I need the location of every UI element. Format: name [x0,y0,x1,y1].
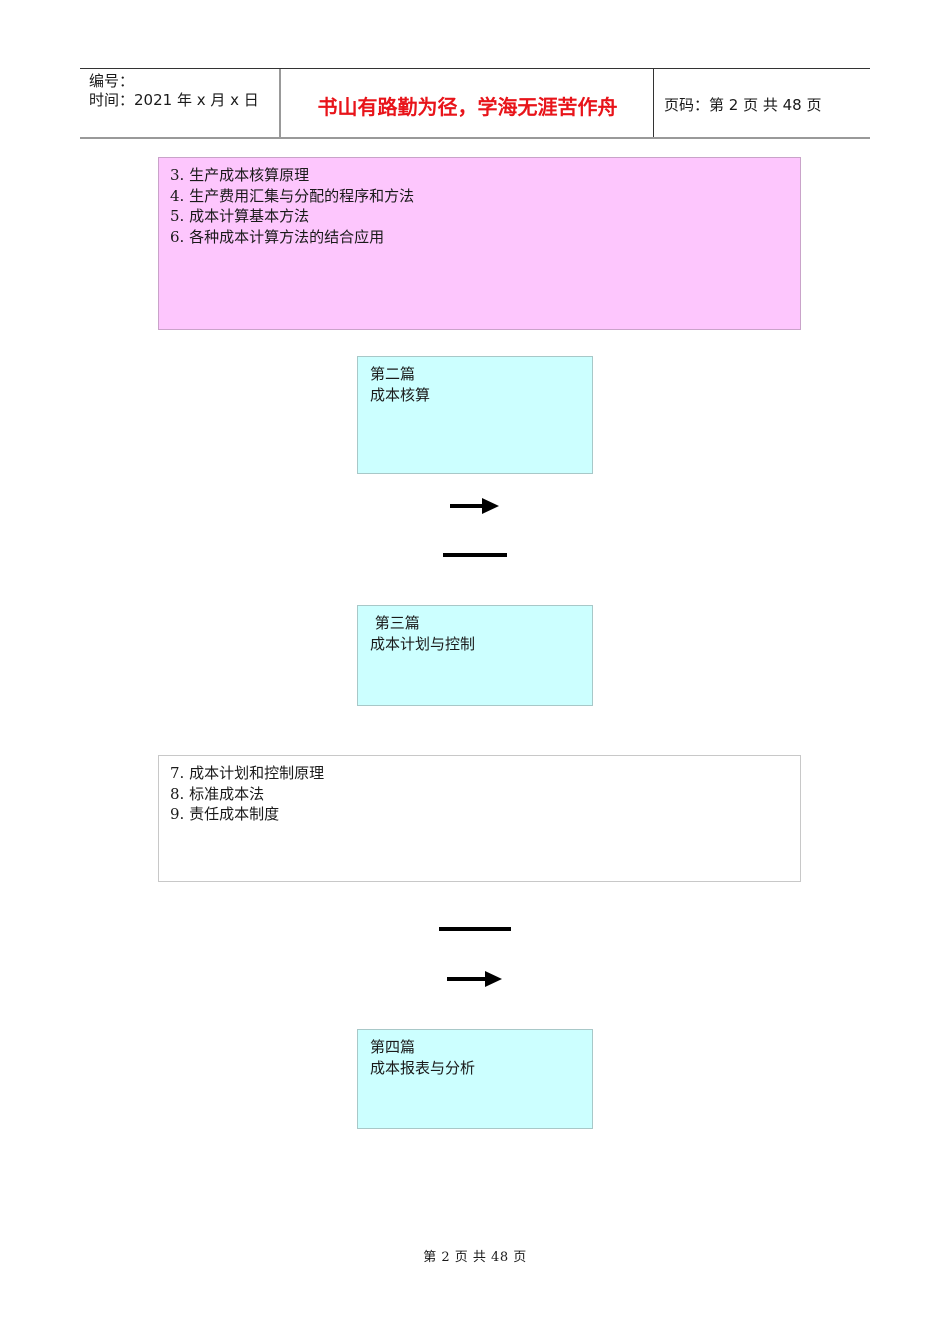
part4-subtitle: 成本报表与分析 [370,1058,476,1077]
part4-title: 第四篇 [370,1038,416,1056]
document-header-table: 编号： 时间：2021 年 x 月 x 日 书山有路勤为径，学海无涯苦作舟 页码… [80,68,870,139]
topic-item: 8. 标准成本法 [170,784,265,803]
arrow-right-icon [447,971,502,987]
part1-topics-box: 3. 生产成本核算原理 4. 生产费用汇集与分配的程序和方法 5. 成本计算基本… [158,157,801,330]
part2-subtitle: 成本核算 [370,385,431,404]
page-footer: 第 2 页 共 48 页 [423,1250,527,1265]
part3-title: 第三篇 [370,614,420,632]
part2-box: 第二篇 成本核算 [357,356,593,474]
arrow-right-icon [450,498,499,514]
topic-item: 3. 生产成本核算原理 [170,166,310,184]
topic-item: 4. 生产费用汇集与分配的程序和方法 [170,186,415,205]
part4-box: 第四篇 成本报表与分析 [357,1029,593,1129]
topic-item: 5. 成本计算基本方法 [170,207,310,225]
header-page-info: 页码：第 2 页 共 48 页 [664,95,822,114]
topic-item: 9. 责任成本制度 [170,805,280,823]
header-meta-cell: 编号： 时间：2021 年 x 月 x 日 [80,69,281,137]
part3-topics-box: 7. 成本计划和控制原理 8. 标准成本法 9. 责任成本制度 [158,755,801,882]
divider-line [443,553,507,557]
topic-item: 7. 成本计划和控制原理 [170,764,325,782]
header-motto: 书山有路勤为径，学海无涯苦作舟 [282,69,654,137]
part3-box: 第三篇 成本计划与控制 [357,605,593,706]
part2-title: 第二篇 [370,365,416,383]
document-date-label: 时间：2021 年 x 月 x 日 [89,91,259,109]
document-number-label: 编号： [89,72,135,90]
topic-item: 6. 各种成本计算方法的结合应用 [170,227,385,246]
divider-line [439,927,511,931]
part3-subtitle: 成本计划与控制 [370,634,476,653]
